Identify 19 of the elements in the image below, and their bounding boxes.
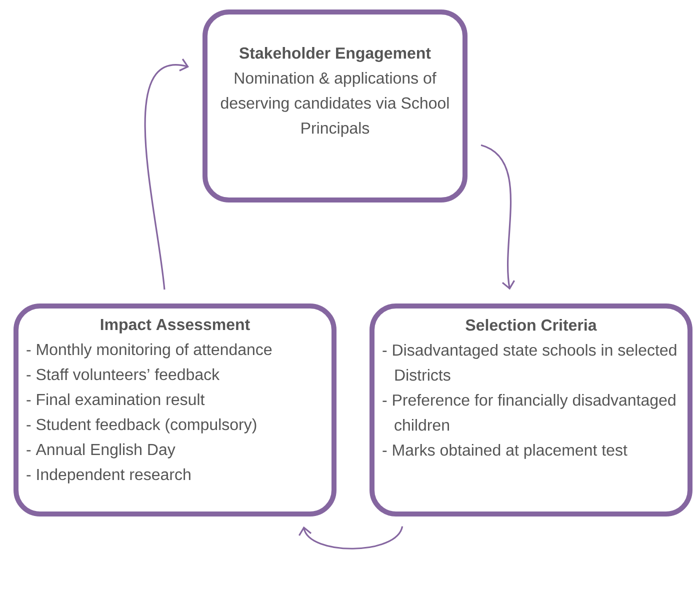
bullet-item: - Annual English Day (26, 443, 176, 458)
bullet-item: - Preference for financially disadvantaged children (382, 394, 676, 431)
bullet-item: - Monthly monitoring of attendance (26, 343, 272, 358)
arrow (480, 144, 515, 290)
arrow (298, 526, 404, 550)
bullet-item: - Marks obtained at placement test (382, 444, 628, 459)
box-heading: Selection Criteria (466, 319, 597, 331)
bullet-item: - Disadvantaged state schools in selected Districts (382, 344, 676, 381)
box-text: Nomination & applications of deserving candidates via School Principals (220, 72, 449, 137)
box-heading: Impact Assessment (100, 319, 250, 334)
bullet-item: - Independent research (26, 468, 190, 484)
box-heading: Stakeholder Engagement (239, 47, 431, 62)
arrow (144, 58, 189, 290)
process-box (14, 304, 336, 516)
process-box (370, 304, 692, 516)
bullet-item: - Final examination result (26, 393, 205, 406)
process-box (202, 10, 468, 202)
bullet-item: - Staff volunteers’ feedback (26, 368, 220, 380)
bullet-item: - Student feedback (compulsory) (26, 418, 256, 434)
